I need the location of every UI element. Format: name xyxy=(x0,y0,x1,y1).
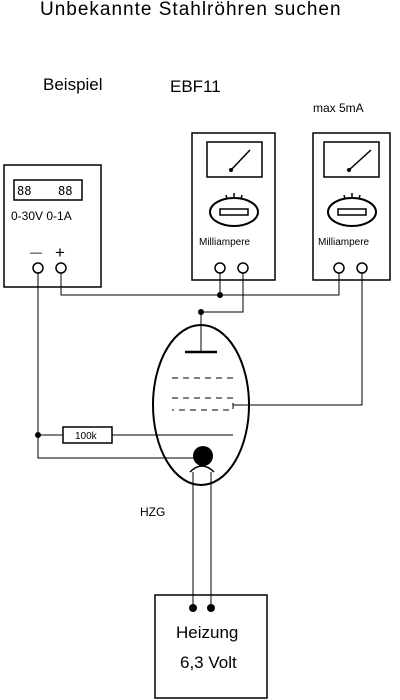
wire-cathode xyxy=(37,273,201,459)
supply-minus-terminal xyxy=(32,262,44,274)
meter1-tube-icon xyxy=(209,193,259,227)
heater-supply-title: Heizung xyxy=(176,623,238,642)
power-supply-housing xyxy=(3,164,102,288)
wire-screen-grid xyxy=(233,273,363,406)
meter1-dial xyxy=(206,141,263,178)
resistor-label: 100k xyxy=(75,431,98,442)
meter2-tube-icon xyxy=(327,193,377,227)
junction-dot xyxy=(35,432,41,438)
supply-rating: 0-30V 0-1A xyxy=(11,209,72,223)
heater-label: HZG xyxy=(140,505,165,519)
heater-terminal-2 xyxy=(207,604,215,612)
milliammeter-2: Milliampere xyxy=(312,132,391,281)
tube-envelope xyxy=(152,324,250,486)
tube-screen-grid xyxy=(172,397,234,411)
power-supply: 88 88 0-30V 0-1A — + xyxy=(3,164,102,288)
meter2-terminal-right xyxy=(356,262,368,274)
resistor-100k xyxy=(62,426,113,444)
meter2-housing xyxy=(312,132,391,281)
vacuum-tube xyxy=(152,324,250,486)
junction-dot xyxy=(198,309,204,315)
wire-anode xyxy=(200,273,244,352)
supply-display xyxy=(13,179,83,201)
meter1-label: Milliampere xyxy=(199,237,251,248)
meter2-dial xyxy=(323,141,380,178)
supply-plus-sign: + xyxy=(55,243,65,262)
heater-supply-housing xyxy=(154,594,268,699)
max-current-note: max 5mA xyxy=(313,101,364,115)
supply-minus-sign: — xyxy=(30,245,42,259)
meter1-terminal-right xyxy=(237,262,249,274)
milliammeter-1: Milliampere xyxy=(191,132,276,281)
meter2-needle xyxy=(348,149,372,171)
tube-type-label: EBF11 xyxy=(170,77,221,96)
tube-heater-filament xyxy=(189,465,215,473)
heater-supply: Heizung 6,3 Volt xyxy=(154,594,268,699)
heater-supply-voltage: 6,3 Volt xyxy=(180,653,237,672)
wire-plus-bus xyxy=(60,273,340,296)
meter1-needle xyxy=(230,149,251,171)
supply-display-left: 88 xyxy=(17,184,31,198)
meter2-label: Milliampere xyxy=(318,237,370,248)
heater-terminal-1 xyxy=(189,604,197,612)
page-title: Unbekannte Stahlröhren suchen xyxy=(40,0,342,20)
circuit-wiring xyxy=(37,273,363,608)
supply-plus-terminal xyxy=(55,262,67,274)
meter1-terminal-left xyxy=(214,262,226,274)
meter2-terminal-left xyxy=(333,262,345,274)
example-label: Beispiel xyxy=(43,75,103,94)
meter1-housing xyxy=(191,132,276,281)
tube-cathode xyxy=(193,446,213,466)
junction-dot xyxy=(217,292,223,298)
supply-display-right: 88 xyxy=(58,184,72,198)
